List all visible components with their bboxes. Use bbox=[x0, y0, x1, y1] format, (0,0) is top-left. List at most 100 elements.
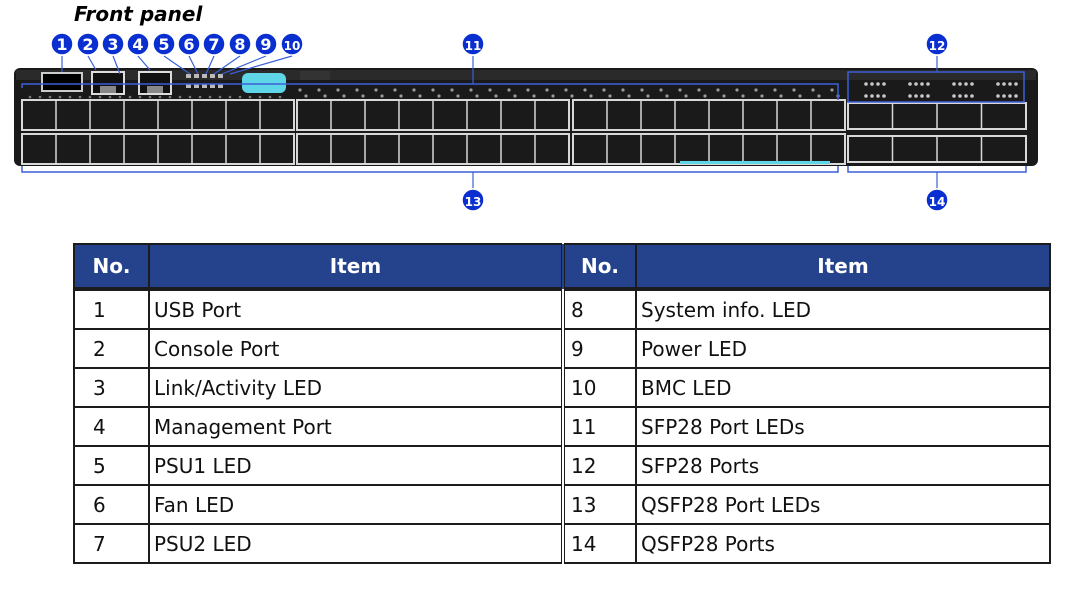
bracket-sfp28-ports bbox=[21, 166, 839, 173]
qsfp28-port-led bbox=[876, 94, 880, 98]
row-no-right: 10 bbox=[561, 367, 637, 408]
sfp28-port-led bbox=[393, 88, 397, 92]
qsfp28-port-led bbox=[1008, 82, 1012, 86]
row-item-right: Power LED bbox=[635, 328, 1051, 369]
callout-leader-line bbox=[229, 55, 293, 75]
sfp28-port-led bbox=[148, 95, 152, 99]
sfp28-port-led bbox=[412, 88, 416, 92]
sfp28-port-led bbox=[238, 95, 242, 99]
qsfp28-port-led bbox=[882, 82, 886, 86]
callout-9-number: 9 bbox=[260, 35, 271, 54]
sfp28-port-led bbox=[507, 88, 511, 92]
sfp28-port-led bbox=[697, 88, 701, 92]
usb-port bbox=[41, 72, 83, 92]
callout-4-circle bbox=[126, 32, 150, 56]
sfp28-port-led bbox=[817, 94, 821, 98]
sfp28-port-led bbox=[208, 95, 212, 99]
row-item-right: System info. LED bbox=[635, 288, 1051, 330]
sfp28-port-led bbox=[703, 94, 707, 98]
row-item-left: Link/Activity LED bbox=[148, 367, 564, 408]
callout-9-circle bbox=[254, 32, 278, 56]
row-item-right: QSFP28 Port LEDs bbox=[635, 484, 1051, 525]
callout-3-circle bbox=[101, 32, 125, 56]
qsfp28-port-led bbox=[908, 94, 912, 98]
sfp28-port-led bbox=[278, 95, 282, 99]
sfp28-port-led bbox=[437, 94, 441, 98]
sfp28-port-led bbox=[323, 94, 327, 98]
status-led bbox=[218, 84, 223, 88]
callout-leader-line bbox=[112, 55, 121, 75]
row-no-left: 3 bbox=[73, 367, 150, 408]
qsfp28-port-led bbox=[914, 94, 918, 98]
qsfp28-port-led bbox=[870, 94, 874, 98]
callout-5-number: 5 bbox=[158, 35, 169, 54]
callout-10-number: 10 bbox=[284, 39, 301, 53]
callout-13-number: 13 bbox=[465, 195, 482, 209]
row-no-right: 11 bbox=[561, 406, 637, 447]
callout-13-circle bbox=[461, 188, 485, 212]
callout-10-circle bbox=[280, 32, 304, 56]
sfp28-port-led bbox=[792, 88, 796, 92]
sfp28-port-led bbox=[88, 95, 92, 99]
sfp28-port-led bbox=[38, 95, 42, 99]
management-port-clip bbox=[147, 86, 163, 93]
sfp28-port-led bbox=[28, 95, 32, 99]
qsfp28-port-led bbox=[996, 94, 1000, 98]
header-item-left: Item bbox=[148, 243, 564, 291]
sfp28-port-led bbox=[431, 88, 435, 92]
sfp28-port-led bbox=[608, 94, 612, 98]
qsfp28-port-led bbox=[870, 82, 874, 86]
qsfp28-port-led bbox=[970, 82, 974, 86]
row-no-left: 7 bbox=[73, 523, 150, 564]
qsfp28-port-led bbox=[952, 82, 956, 86]
qsfp28-port-led bbox=[864, 94, 868, 98]
sfp28-port-led bbox=[488, 88, 492, 92]
sfp28-port-led bbox=[475, 94, 479, 98]
sfp28-port-led bbox=[564, 88, 568, 92]
sfp28-port-led bbox=[716, 88, 720, 92]
sfp28-port-led bbox=[118, 95, 122, 99]
callout-leader-line bbox=[137, 55, 151, 71]
sfp28-port-led bbox=[798, 94, 802, 98]
callout-7-number: 7 bbox=[208, 35, 219, 54]
page-title: Front panel bbox=[74, 2, 203, 26]
sfp28-port-led bbox=[722, 94, 726, 98]
header-item-right: Item bbox=[635, 243, 1051, 291]
callout-7-circle bbox=[202, 32, 226, 56]
qsfp28-port-led bbox=[1008, 94, 1012, 98]
sfp28-port-led bbox=[830, 88, 834, 92]
qsfp28-port-led bbox=[1002, 82, 1006, 86]
callout-14-number: 14 bbox=[929, 195, 946, 209]
sfp28-port-led bbox=[355, 88, 359, 92]
callout-leader-line bbox=[163, 55, 191, 75]
row-item-left: PSU1 LED bbox=[148, 445, 564, 486]
sfp28-port-led bbox=[218, 95, 222, 99]
callout-1-number: 1 bbox=[56, 35, 67, 54]
callout-leader-line bbox=[213, 55, 241, 75]
sfp28-port-led bbox=[342, 94, 346, 98]
qsfp28-port-led bbox=[964, 94, 968, 98]
row-item-right: SFP28 Ports bbox=[635, 445, 1051, 486]
row-no-right: 9 bbox=[561, 328, 637, 369]
sfp28-port-led bbox=[450, 88, 454, 92]
qsfp28-port-led bbox=[952, 94, 956, 98]
row-item-right: BMC LED bbox=[635, 367, 1051, 408]
row-no-right: 14 bbox=[561, 523, 637, 564]
row-item-right: SFP28 Port LEDs bbox=[635, 406, 1051, 447]
qsfp28-port-led bbox=[996, 82, 1000, 86]
sfp28-port-led bbox=[128, 95, 132, 99]
callout-leader-line bbox=[205, 55, 215, 75]
sfp28-port-led bbox=[735, 88, 739, 92]
callout-leader-line bbox=[87, 55, 97, 71]
sfp28-port-led bbox=[48, 95, 52, 99]
callout-2-circle bbox=[76, 32, 100, 56]
accent-led-strip bbox=[680, 161, 830, 164]
callout-4-number: 4 bbox=[132, 35, 143, 54]
sfp28-port-led bbox=[298, 88, 302, 92]
table-header-row: No. Item No. Item bbox=[73, 243, 1051, 291]
sfp28-port-led bbox=[380, 94, 384, 98]
